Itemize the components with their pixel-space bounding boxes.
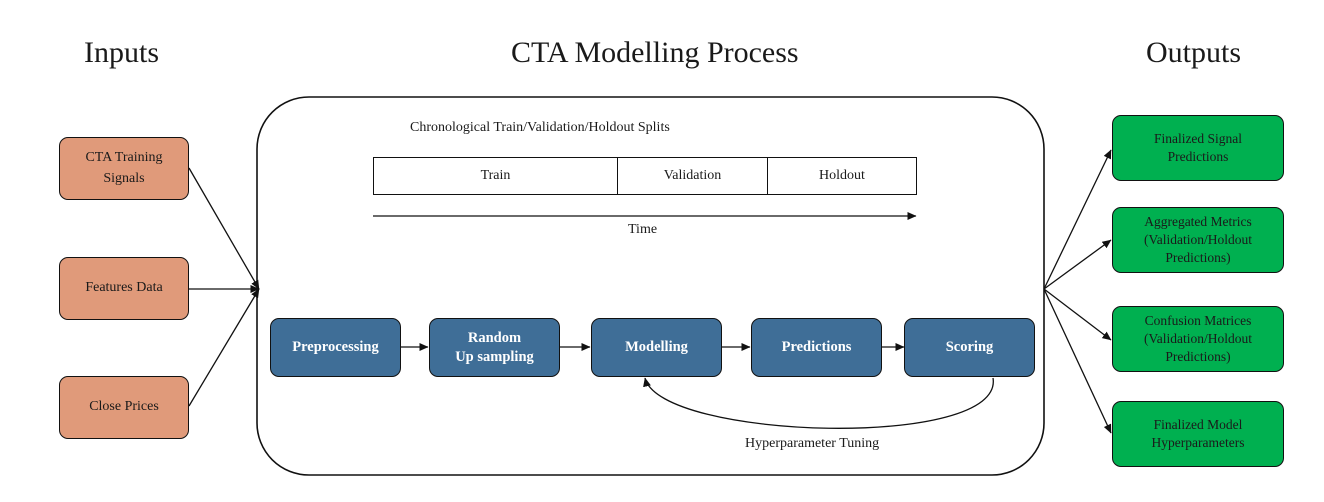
arrow-signals-to-process: [188, 167, 260, 290]
output-finalized-model-hyperparameters: Finalized Model Hyperparameters: [1112, 401, 1284, 467]
outputs-heading: Outputs: [1146, 36, 1242, 69]
input-close-prices: Close Prices: [59, 376, 189, 439]
step-random-upsampling: Random Up sampling: [429, 318, 560, 377]
tuning-loop-arrow: [643, 377, 994, 429]
step-preprocessing: Preprocessing: [270, 318, 401, 377]
process-heading: CTA Modelling Process: [511, 36, 799, 69]
input-cta-training-signals: CTA Training Signals: [59, 137, 189, 200]
arrow-process-to-output-2: [1043, 239, 1112, 290]
process-container: [256, 96, 1045, 476]
hyperparameter-tuning-label: Hyperparameter Tuning: [745, 436, 880, 451]
step-modelling: Modelling: [591, 318, 722, 377]
arrow-prices-to-process: [188, 288, 260, 407]
splits-caption: Chronological Train/Validation/Holdout S…: [410, 120, 670, 135]
arrow-process-to-output-3: [1043, 288, 1112, 341]
step-predictions: Predictions: [751, 318, 882, 377]
inputs-heading: Inputs: [84, 36, 159, 69]
split-validation: Validation: [617, 157, 768, 195]
split-holdout: Holdout: [767, 157, 917, 195]
output-aggregated-metrics: Aggregated Metrics (Validation/Holdout P…: [1112, 207, 1284, 273]
arrow-process-to-output-1: [1043, 149, 1112, 290]
arrow-process-to-output-4: [1043, 288, 1112, 434]
input-features-data: Features Data: [59, 257, 189, 320]
output-confusion-matrices: Confusion Matrices (Validation/Holdout P…: [1112, 306, 1284, 372]
split-train: Train: [373, 157, 618, 195]
step-scoring: Scoring: [904, 318, 1035, 377]
output-finalized-signal-predictions: Finalized Signal Predictions: [1112, 115, 1284, 181]
time-label: Time: [628, 222, 658, 237]
